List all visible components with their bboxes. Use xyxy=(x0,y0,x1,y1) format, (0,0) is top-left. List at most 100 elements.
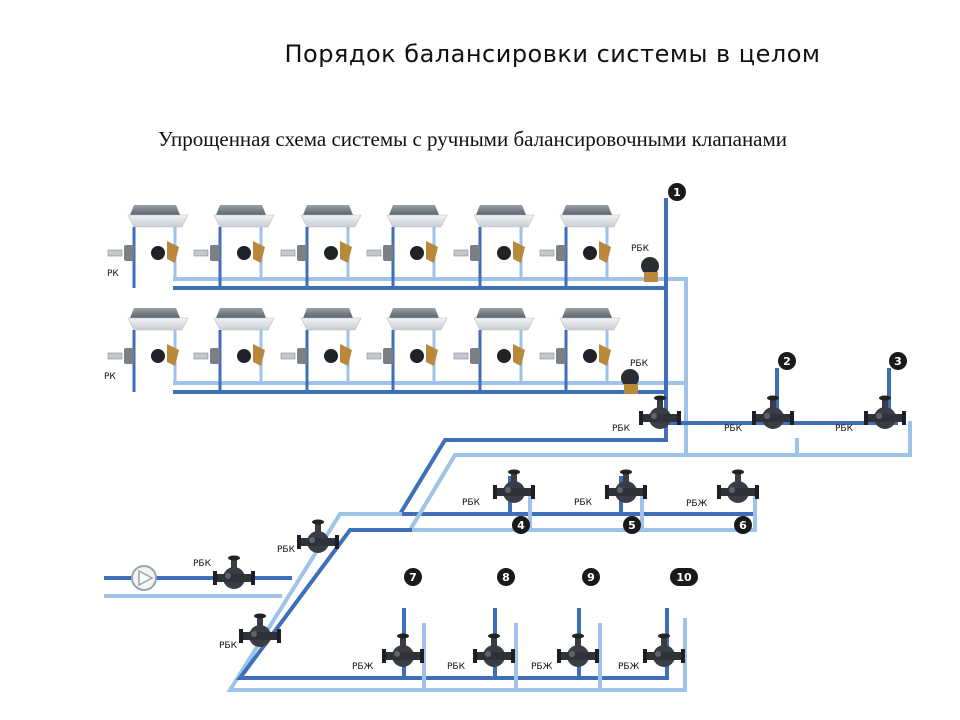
fan-coil-icon xyxy=(280,205,362,288)
floor2-rbk-label: РБК xyxy=(630,359,649,369)
fan-coil-icon xyxy=(107,205,189,288)
actuator-icon xyxy=(324,349,338,363)
riser1-valve-icon xyxy=(639,395,681,429)
floor1-rk-label: РК xyxy=(107,269,119,279)
brass-valve-icon xyxy=(340,344,352,366)
radiator-valve-icon xyxy=(539,249,555,257)
circuit-3-badge: 3 xyxy=(889,352,907,370)
floor2-rk-label: РК xyxy=(104,372,116,382)
actuator-icon xyxy=(497,246,511,260)
fan-coil-icon xyxy=(539,308,621,392)
riser2-valve-label: РБК xyxy=(724,424,743,434)
actuator-icon xyxy=(324,246,338,260)
fan-coil-icon xyxy=(366,205,448,288)
radiator-valve-icon xyxy=(453,249,469,257)
circuit-7-badge: 7 xyxy=(404,568,422,586)
riser3-valve-label: РБК xyxy=(835,424,854,434)
brass-valve-icon xyxy=(513,241,525,263)
brass-valve-icon xyxy=(167,344,179,366)
main-supply-pipe xyxy=(396,438,757,516)
branch4-valve-icon xyxy=(493,469,535,503)
branch6-valve-label: РБЖ xyxy=(686,499,708,509)
brass-valve-icon xyxy=(253,344,265,366)
circuit-1-badge: 1 xyxy=(668,183,686,201)
svg-text:7: 7 xyxy=(409,571,417,584)
pipe-network xyxy=(104,198,912,692)
branch9-valve-label: РБЖ xyxy=(531,662,553,672)
riser1-valve-label: РБК xyxy=(612,424,631,434)
radiator-valve-icon xyxy=(193,249,209,257)
actuator-icon xyxy=(151,349,165,363)
actuator-icon xyxy=(583,349,597,363)
svg-text:8: 8 xyxy=(502,571,510,584)
actuator-icon xyxy=(583,246,597,260)
floor-balancing-valve-icon xyxy=(621,369,639,394)
branch9-valve-icon xyxy=(557,633,599,667)
radiator-valve-icon xyxy=(366,352,382,360)
brass-valve-icon xyxy=(340,241,352,263)
fan-coil-units xyxy=(107,205,659,394)
actuator-icon xyxy=(410,246,424,260)
branch10-valve-label: РБЖ xyxy=(618,662,640,672)
balancing-valves xyxy=(213,395,906,667)
actuator-icon xyxy=(237,349,251,363)
branch8-valve-icon xyxy=(473,633,515,667)
circuit-6-badge: 6 xyxy=(734,516,752,534)
main-lower-valve-icon xyxy=(239,613,281,647)
branch8-valve-label: РБК xyxy=(447,662,466,672)
brass-valve-icon xyxy=(599,344,611,366)
page-title: Порядок балансировки системы в целом xyxy=(284,40,821,68)
fan-coil-icon xyxy=(366,308,448,392)
radiator-valve-icon xyxy=(193,352,209,360)
main-pump-valve-icon xyxy=(213,555,255,589)
fan-coil-icon xyxy=(539,205,621,288)
pump-icon xyxy=(131,565,157,591)
main-lower-valve-label: РБК xyxy=(219,641,238,651)
floor1-return-pipe xyxy=(173,277,688,457)
actuator-icon xyxy=(151,246,165,260)
branch7-valve-label: РБЖ xyxy=(352,662,374,672)
brass-valve-icon xyxy=(426,241,438,263)
main-upper-valve-icon xyxy=(297,519,339,553)
brass-valve-icon xyxy=(599,241,611,263)
floor-balancing-valve-icon xyxy=(641,257,659,282)
brass-valve-icon xyxy=(253,241,265,263)
brass-valve-icon xyxy=(426,344,438,366)
radiator-valve-icon xyxy=(366,249,382,257)
branch5-valve-label: РБК xyxy=(574,498,593,508)
circuit-9-badge: 9 xyxy=(582,568,600,586)
branch5-valve-icon xyxy=(605,469,647,503)
fan-coil-icon xyxy=(280,308,362,392)
actuator-icon xyxy=(410,349,424,363)
radiator-valve-icon xyxy=(280,249,296,257)
radiator-valve-icon xyxy=(280,352,296,360)
main-return-pipe xyxy=(406,453,757,532)
actuator-icon xyxy=(237,246,251,260)
riser3-valve-icon xyxy=(864,395,906,429)
branch6-valve-icon xyxy=(717,469,759,503)
svg-text:10: 10 xyxy=(676,571,692,584)
floor1-rbk-label: РБК xyxy=(631,244,650,254)
branch4-valve-label: РБК xyxy=(462,498,481,508)
svg-text:4: 4 xyxy=(517,519,525,532)
radiator-valve-icon xyxy=(453,352,469,360)
circuit-2-badge: 2 xyxy=(778,352,796,370)
actuator-icon xyxy=(497,349,511,363)
svg-text:9: 9 xyxy=(587,571,595,584)
branch7-valve-icon xyxy=(382,633,424,667)
diagram-subtitle: Упрощенная схема системы с ручными балан… xyxy=(157,127,788,151)
svg-text:2: 2 xyxy=(783,355,791,368)
main-upper-valve-label: РБК xyxy=(277,545,296,555)
radiator-valve-icon xyxy=(107,352,123,360)
lower-supply-pipe xyxy=(236,528,669,680)
brass-valve-icon xyxy=(167,241,179,263)
fan-coil-icon xyxy=(453,308,535,392)
circuit-8-badge: 8 xyxy=(497,568,515,586)
brass-valve-icon xyxy=(513,344,525,366)
main-pump-valve-label: РБК xyxy=(193,559,212,569)
radiator-valve-icon xyxy=(107,249,123,257)
radiator-valve-icon xyxy=(539,352,555,360)
svg-text:3: 3 xyxy=(894,355,902,368)
circuit-5-badge: 5 xyxy=(623,516,641,534)
